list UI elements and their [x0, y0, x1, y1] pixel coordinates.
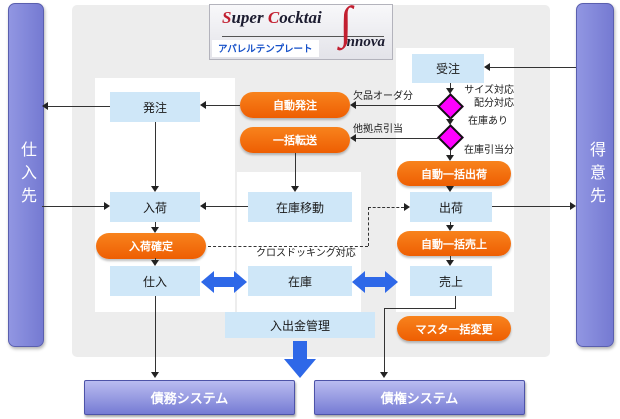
arrowhead-into-supplier: [42, 102, 48, 110]
arrowhead-into-autoship: [446, 155, 454, 161]
brand-logo: Super Cocktai ∫ nnova アパレルテンプレート: [209, 0, 393, 60]
pill-master-batch-change-label: マスタ一括変更: [415, 323, 493, 336]
node-sales: 売上: [410, 266, 492, 296]
line-diamond1-to-autoorder: [356, 105, 440, 106]
pill-auto-batch-sales: 自動一括売上: [397, 231, 511, 256]
line-purchase-to-payable: [155, 296, 156, 372]
arrowhead-into-arrival-left: [104, 202, 110, 210]
node-order-received-label: 受注: [435, 62, 460, 76]
pill-arrival-confirm-label: 入荷確定: [129, 241, 173, 253]
dashed-crossdock-vertical: [368, 207, 369, 246]
node-order-received: 受注: [412, 54, 484, 83]
dashed-crossdock-horizontal: [208, 246, 368, 247]
line-shipping-to-customer: [492, 206, 570, 207]
line-diamond1-to-diamond2: [450, 117, 451, 120]
down-arrow-cash-to-systems: [284, 341, 316, 383]
logo-underline: [222, 36, 384, 37]
line-arrival-to-confirm: [155, 222, 156, 228]
line-supplier-to-arrival: [42, 206, 104, 207]
arrowhead-into-shipping-left: [404, 203, 410, 211]
node-stock-label: 在庫: [287, 274, 312, 289]
arrowhead-into-payable: [151, 372, 159, 378]
line-autoorder-to-orderplaced: [206, 105, 240, 106]
node-stock-move-label: 在庫移動: [275, 200, 324, 215]
pill-arrival-confirm: 入荷確定: [96, 233, 206, 259]
arrowhead-into-purchase: [151, 260, 159, 266]
line-order-to-diamond1: [450, 83, 451, 89]
line-diamond2-to-batchtransfer: [356, 138, 440, 139]
arrowhead-into-orderplaced: [200, 101, 206, 109]
pill-master-batch-change: マスタ一括変更: [397, 316, 511, 341]
note-size-allocation: サイズ対応 配分対応: [462, 85, 514, 110]
arrowhead-into-customer: [570, 202, 576, 210]
arrowhead-into-arrival-right: [200, 202, 206, 210]
pill-batch-transfer-label: 一括転送: [273, 135, 317, 147]
line-sales-down: [455, 296, 456, 308]
pill-auto-batch-sales-label: 自動一括売上: [421, 238, 487, 251]
node-purchase-label: 仕入: [142, 274, 167, 289]
pill-auto-batch-ship-label: 自動一括出荷: [421, 168, 487, 181]
pill-auto-batch-ship: 自動一括出荷: [397, 161, 511, 186]
arrowhead-into-order-received: [484, 63, 490, 71]
line-orderplaced-to-supplier: [48, 106, 110, 107]
node-arrival-label: 入荷: [142, 200, 167, 215]
node-cash-management: 入出金管理: [225, 312, 375, 338]
arrowhead-into-shipping-top: [446, 186, 454, 192]
arrowhead-into-arrival-top: [151, 186, 159, 192]
note-allocation-support: 配分対応: [474, 97, 514, 109]
double-arrow-stock-sales: [352, 267, 398, 302]
line-autosales-to-sales: [450, 256, 451, 260]
line-to-receivable: [384, 308, 385, 372]
node-receivable-system-label: 債権システム: [380, 391, 459, 406]
pill-auto-order: 自動発注: [240, 92, 350, 118]
arrowhead-into-stockmove: [291, 186, 299, 192]
arrowhead-into-diamond2: [446, 119, 454, 125]
line-stockmove-to-arrival: [206, 206, 248, 207]
node-receivable-system: 債権システム: [314, 380, 525, 415]
note-cross-docking: クロスドッキング対応: [256, 248, 356, 259]
node-shipping: 出荷: [410, 192, 492, 222]
line-sales-elbow: [384, 308, 456, 309]
logo-tagline: アパレルテンプレート: [212, 40, 319, 57]
note-size-support: サイズ対応: [464, 85, 514, 96]
node-arrival: 入荷: [110, 192, 200, 222]
logo-swash-glyph: ∫: [339, 0, 352, 48]
arrowhead-into-sales: [446, 260, 454, 266]
line-shipping-to-autosales: [450, 222, 451, 225]
node-stock-move: 在庫移動: [248, 192, 352, 222]
arrowhead-into-confirm: [151, 227, 159, 233]
brand-wordmark-sub: nnova: [346, 34, 385, 50]
line-customer-to-order: [490, 67, 576, 68]
arrowhead-into-autoorder: [350, 101, 356, 109]
node-stock: 在庫: [248, 266, 352, 296]
lane-supplier: 仕入先: [8, 3, 44, 347]
line-orderplaced-to-arrival: [155, 122, 156, 186]
arrowhead-into-batchtransfer: [350, 134, 356, 142]
node-purchase: 仕入: [110, 266, 200, 296]
node-payable-system-label: 債務システム: [150, 391, 229, 406]
arrowhead-into-receivable: [380, 372, 388, 378]
double-arrow-purchase-stock: [201, 267, 247, 302]
pill-batch-transfer: 一括転送: [240, 127, 350, 153]
line-batchtransfer-to-stockmove: [295, 153, 296, 186]
node-shipping-label: 出荷: [438, 200, 463, 215]
node-payable-system: 債務システム: [84, 380, 295, 415]
node-cash-management-label: 入出金管理: [269, 318, 330, 333]
dashed-crossdock-into-shipping: [368, 207, 404, 208]
pill-auto-order-label: 自動発注: [273, 100, 317, 112]
note-shortage-order: 欠品オーダ分: [353, 91, 413, 102]
line-diamond2-to-autoship: [450, 150, 451, 156]
note-other-site-allocation: 他拠点引当: [353, 124, 403, 135]
brand-wordmark: Super Cocktai: [222, 8, 322, 27]
node-order-placed-label: 発注: [142, 100, 167, 115]
node-sales-label: 売上: [438, 274, 463, 289]
arrowhead-into-autosales: [446, 225, 454, 231]
arrowhead-into-diamond1: [446, 88, 454, 94]
note-in-stock: 在庫あり: [468, 116, 508, 127]
note-stock-allocated: 在庫引当分: [464, 145, 514, 156]
lane-customer: 得意先: [576, 3, 614, 347]
node-order-placed: 発注: [110, 92, 200, 122]
line-confirm-to-purchase: [155, 258, 156, 261]
